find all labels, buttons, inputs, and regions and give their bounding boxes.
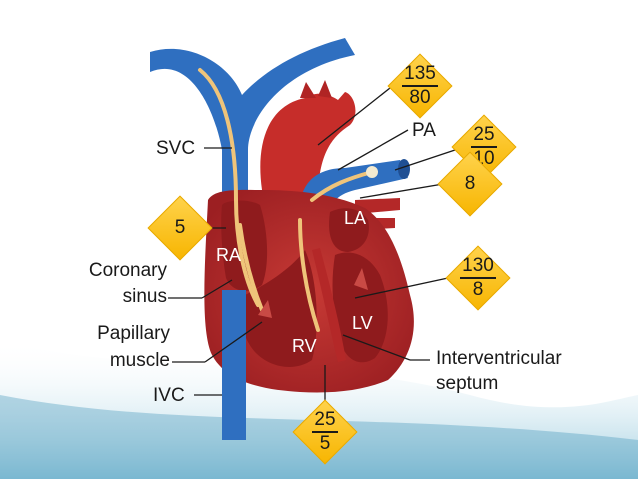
left-atrium-pressure-badge: 8 [437, 151, 503, 217]
interventricular-septum [312, 248, 346, 362]
pa-label: PA [412, 120, 436, 141]
rv-systolic: 25 [312, 410, 338, 433]
aorta-systolic: 135 [402, 64, 438, 87]
ivc-label: IVC [153, 385, 185, 406]
ra-pressure: 5 [174, 217, 186, 238]
ra-label: RA [216, 245, 242, 265]
rv-label: RV [292, 336, 317, 356]
papillary-muscle-label-line2: muscle [109, 350, 170, 371]
aorta-pressure-badge: 135 80 [387, 53, 453, 119]
interventricular-septum-label-line1: Interventricular [436, 348, 562, 369]
aorta-diastolic: 80 [409, 87, 431, 108]
right-ventricle-chamber [241, 250, 317, 367]
lv-label: LV [352, 313, 373, 333]
left-ventricle-chamber [332, 252, 388, 363]
svc-vessel [150, 38, 355, 230]
left-ventricle-pressure-badge: 130 8 [445, 245, 511, 311]
lv-systolic: 130 [460, 256, 496, 279]
catheter-3 [298, 218, 320, 332]
left-atrium-chamber [329, 208, 369, 252]
ivc-vessel [222, 290, 246, 440]
coronary-sinus-label-line2: sinus [122, 286, 167, 307]
pa-systolic: 25 [471, 125, 497, 148]
coronary-sinus-label-line1: Coronary [88, 260, 167, 281]
catheter-4 [310, 170, 374, 202]
rv-diastolic: 5 [319, 433, 331, 454]
la-label: LA [344, 208, 367, 228]
right-ventricle-pressure-badge: 25 5 [292, 399, 358, 465]
papillary-muscle-label-line1: Papillary [97, 323, 170, 344]
catheter-1 [198, 68, 260, 307]
right-atrium-pressure-badge: 5 [147, 195, 213, 261]
interventricular-septum-label-line2: septum [436, 373, 499, 394]
la-pressure: 8 [464, 173, 476, 194]
aorta [260, 92, 356, 200]
lv-diastolic: 8 [472, 279, 484, 300]
svc-label: SVC [156, 138, 196, 159]
catheter-2 [238, 223, 264, 312]
